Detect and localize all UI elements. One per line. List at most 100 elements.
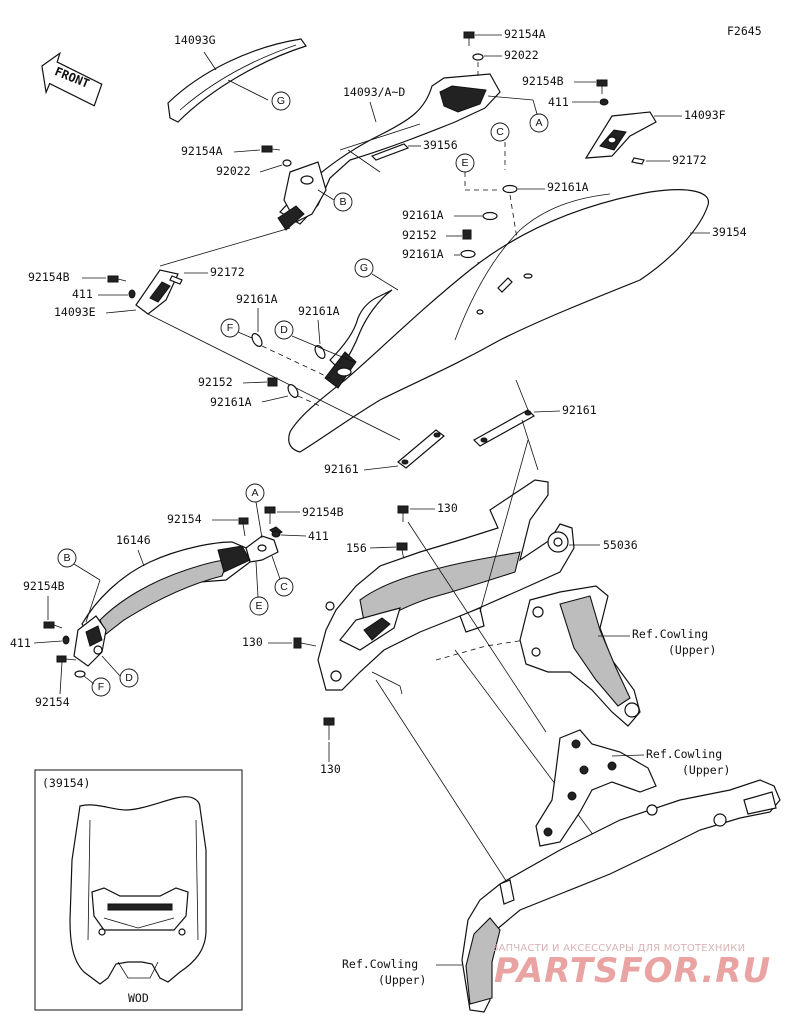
label-ref-cowling-3b: (Upper) [378, 973, 426, 987]
label-14093e: 14093E [54, 305, 96, 319]
grommet-411-right [599, 98, 609, 106]
label-92154-mid: 92154 [167, 512, 202, 526]
windshield-39154 [288, 189, 709, 453]
label-92161a-4: 92161A [236, 292, 278, 306]
washer-92022-left [282, 159, 292, 167]
grommet-411-left [128, 289, 136, 299]
label-92161-left: 92161 [324, 462, 359, 476]
side-panel-16146 [73, 541, 251, 667]
label-92154-low: 92154 [35, 695, 70, 709]
screw-92172-left [169, 275, 183, 285]
label-ref-cowling-1b: (Upper) [668, 643, 716, 657]
bolt-92154b-low [43, 621, 63, 629]
washer-low [74, 670, 86, 678]
ref-cowling-bracket-1 [519, 585, 641, 727]
label-411-low: 411 [10, 636, 31, 650]
svg-text:G: G [277, 95, 285, 107]
bolt-92154-low [56, 655, 77, 663]
cover-14093a-d [277, 73, 501, 231]
bolt-92154b-mid [264, 506, 276, 524]
strip-39156 [370, 143, 410, 161]
callout-b-top: B [333, 192, 353, 212]
watermark-line2: PARTSFOR.RU [494, 951, 771, 991]
watermark-line1: ЗАПЧАСТИ И АКСЕССУАРЫ ДЛЯ МОТОТЕХНИКИ [492, 943, 745, 954]
bolt-92154b-left [107, 275, 127, 283]
svg-text:C: C [496, 126, 504, 138]
callout-c-top: C [490, 122, 510, 142]
collar-92152-2 [267, 377, 278, 387]
label-92154b-left: 92154B [28, 270, 70, 284]
svg-text:B: B [63, 552, 70, 564]
label-92172-left: 92172 [210, 265, 245, 279]
callout-d-mid: D [274, 320, 294, 340]
washer-92022-top [472, 53, 484, 61]
callout-a-top: A [529, 113, 549, 133]
ref-cowling-bracket-2 [535, 729, 657, 847]
label-92161a-5: 92161A [298, 304, 340, 318]
grommet-92161a-2 [482, 211, 498, 221]
label-55036: 55036 [603, 538, 638, 552]
grommet-411-mid [271, 530, 281, 538]
bracket-14093e [135, 269, 179, 315]
label-92022-top: 92022 [504, 48, 539, 62]
label-130-top: 130 [437, 501, 458, 515]
label-92022-left: 92022 [216, 164, 251, 178]
collar-92152-1 [462, 229, 472, 240]
label-92154a-top: 92154A [504, 27, 546, 41]
label-ref-cowling-2a: Ref.Cowling [646, 747, 722, 761]
label-ref-cowling-1a: Ref.Cowling [632, 627, 708, 641]
label-92161a-1: 92161A [547, 180, 589, 194]
label-92154a-left: 92154A [181, 144, 223, 158]
label-92154b-right: 92154B [522, 74, 564, 88]
cover-14093g [167, 38, 307, 123]
callout-g-top: G [271, 91, 291, 111]
label-ref-cowling-2b: (Upper) [682, 763, 730, 777]
grommet-92161a-6 [287, 384, 299, 398]
mount-bracket-small [245, 526, 283, 563]
label-411-right: 411 [548, 95, 569, 109]
label-16146: 16146 [116, 533, 151, 547]
bolt-130-bottom [323, 717, 335, 740]
callout-b-low: B [57, 548, 77, 568]
bolt-92154-mid [238, 517, 249, 537]
grommet-92161a-4 [251, 333, 263, 347]
grommet-92161a-3 [460, 249, 476, 259]
label-130-bottom: 130 [320, 762, 341, 776]
callout-c-low: C [274, 577, 294, 597]
callout-g-mid: G [354, 258, 374, 278]
label-156: 156 [346, 541, 367, 555]
label-92152-1: 92152 [402, 228, 437, 242]
label-92161a-2: 92161A [402, 208, 444, 222]
bolt-92154b-right [596, 79, 608, 94]
inset-caption: WOD [128, 991, 149, 1005]
bolt-130-top [397, 505, 409, 522]
label-411-left: 411 [72, 287, 93, 301]
svg-text:E: E [461, 157, 468, 169]
bracket-14093f [584, 111, 657, 159]
label-14093a-d: 14093/A~D [343, 85, 405, 99]
callout-f-mid: F [220, 318, 240, 338]
callout-d-low: D [119, 668, 139, 688]
callout-f-low: F [91, 677, 111, 697]
ref-cowling-frame-3 [461, 779, 781, 1013]
diagram-code: F2645 [727, 24, 762, 38]
svg-text:A: A [535, 117, 542, 129]
callout-e-top: E [455, 153, 475, 173]
svg-text:B: B [339, 196, 346, 208]
label-92154b-low: 92154B [23, 579, 65, 593]
label-ref-cowling-3a: Ref.Cowling [342, 957, 418, 971]
bolt-130-left [293, 637, 317, 649]
bolt-92154a-top [463, 31, 475, 46]
label-92161a-6: 92161A [210, 395, 252, 409]
strip-92161-right [473, 409, 535, 447]
strip-92161-left [397, 429, 445, 469]
watermark: ЗАПЧАСТИ И АКСЕССУАРЫ ДЛЯ МОТОТЕХНИКИ PA… [492, 943, 771, 991]
label-14093g: 14093G [174, 33, 216, 47]
label-92154b-mid: 92154B [302, 505, 344, 519]
svg-text:F: F [227, 322, 233, 334]
bolt-92154a-left [261, 145, 281, 153]
label-39154: 39154 [712, 225, 747, 239]
grommet-411-low [62, 635, 70, 645]
svg-text:E: E [255, 600, 262, 612]
